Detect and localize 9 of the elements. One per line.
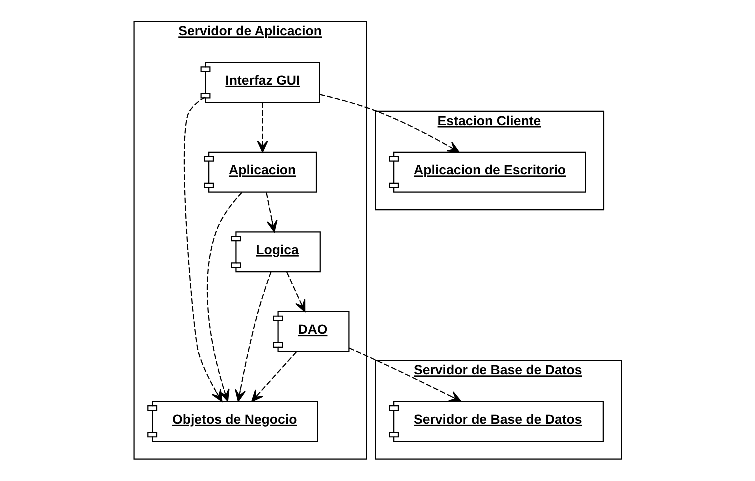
arrow xyxy=(206,192,242,402)
arrow xyxy=(348,348,462,402)
arrow xyxy=(183,96,222,402)
arrow xyxy=(266,192,278,233)
arrow xyxy=(319,94,460,153)
arrow xyxy=(286,272,306,312)
arrow xyxy=(234,272,272,402)
arrow xyxy=(256,102,268,153)
arrow xyxy=(251,352,297,402)
